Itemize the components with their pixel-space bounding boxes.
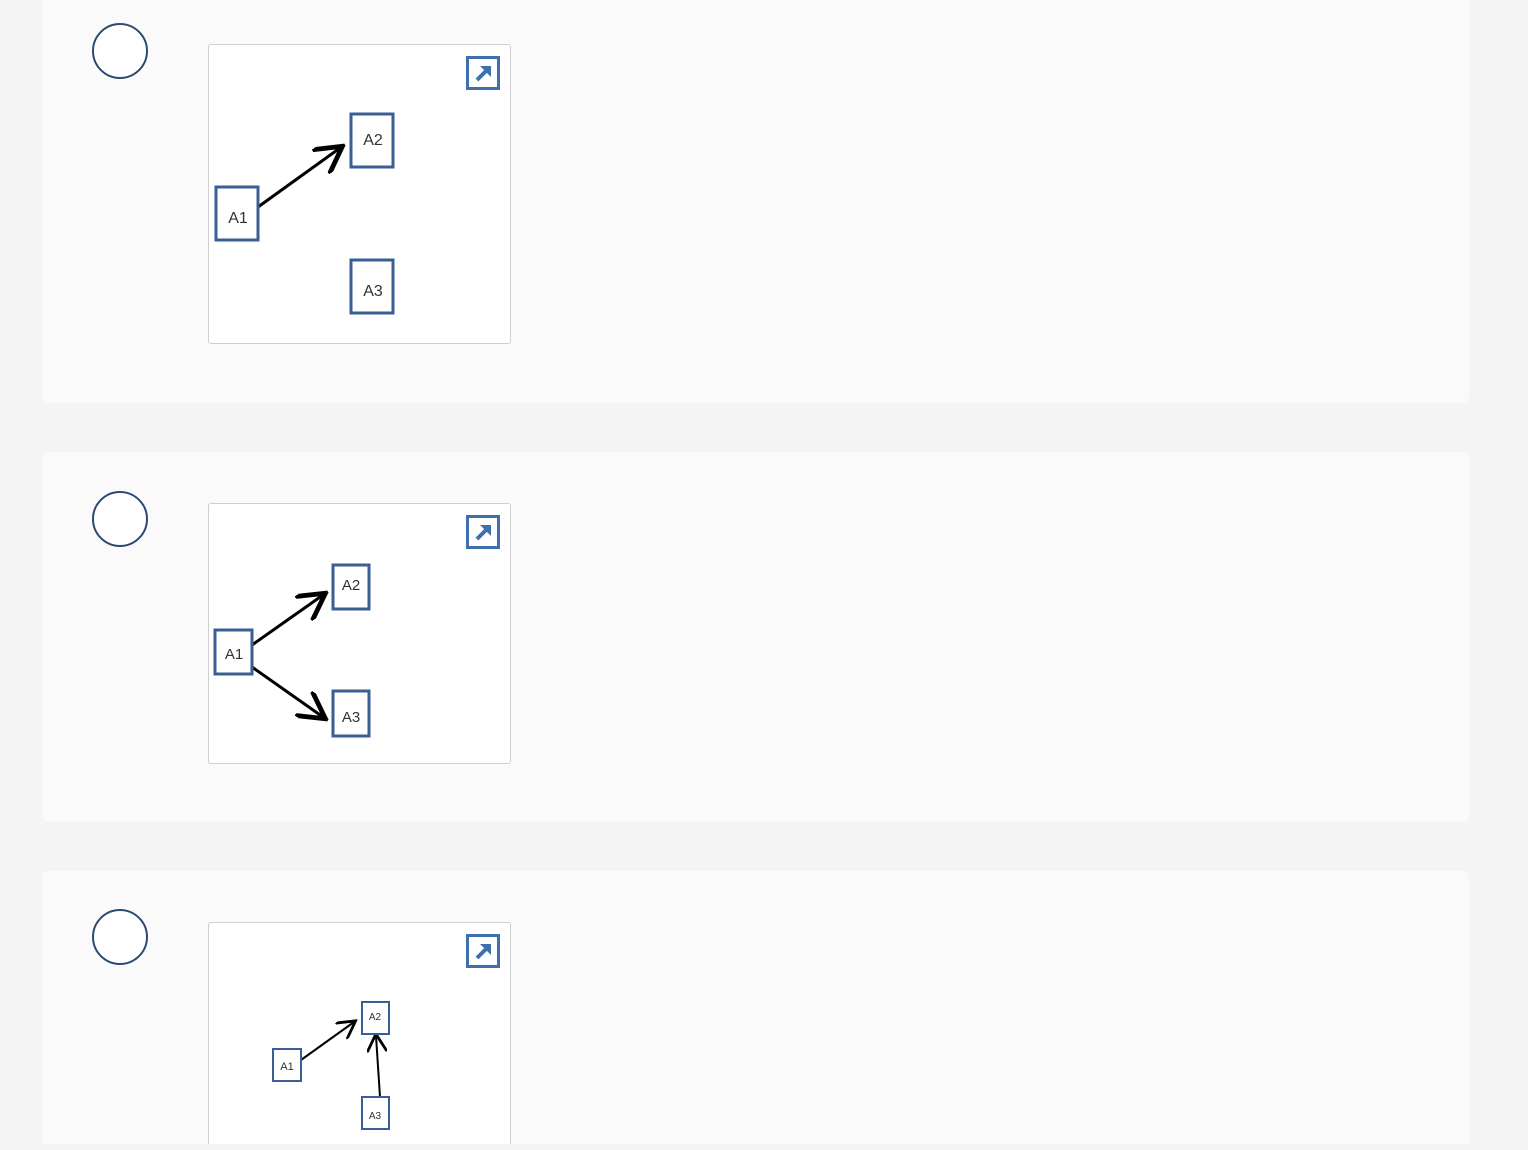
node-a2: A2 [349,112,395,169]
node-a2: A2 [331,563,371,611]
option-2-radio[interactable] [92,491,148,547]
option-card-2: A1 A2 A3 [42,452,1469,822]
node-a2-label: A2 [363,132,383,149]
edge-a3-a2 [376,1036,380,1098]
node-a3: A3 [349,258,395,315]
node-a1: A1 [272,1048,302,1082]
option-2-expand-button[interactable] [466,515,500,549]
external-link-icon [475,66,491,82]
node-a3: A3 [331,689,371,738]
external-link-icon [475,525,491,541]
node-a3-label: A3 [342,709,360,726]
node-a3-label: A3 [369,1111,382,1122]
external-link-icon [475,944,491,960]
option-3-diagram-svg: A1 A2 A3 [272,1001,390,1130]
option-card-3: A1 A2 A3 [42,871,1469,1144]
node-a2-label: A2 [369,1012,382,1023]
edge-a1-a3 [251,665,323,717]
edge-a1-a2 [251,595,323,647]
node-a1-label: A1 [228,210,248,227]
node-a1-label: A1 [280,1061,293,1073]
option-2-diagram: A1 A2 A3 [208,503,511,764]
option-3-radio[interactable] [92,909,148,965]
node-a3-label: A3 [363,283,383,300]
edge-a1-a2 [257,148,340,209]
node-a1: A1 [214,185,260,242]
node-a2-label: A2 [342,577,360,594]
edge-a1-a2 [300,1022,354,1061]
node-a2: A2 [361,1001,390,1035]
option-2-diagram-svg: A1 A2 A3 [213,563,371,738]
node-a1: A1 [213,628,254,676]
node-a3: A3 [361,1096,390,1130]
option-3-expand-button[interactable] [466,934,500,968]
option-1-expand-button[interactable] [466,56,500,90]
option-3-diagram: A1 A2 A3 [208,922,511,1144]
option-1-diagram: A1 A2 A3 [208,44,511,344]
option-card-1: A1 A2 A3 [42,0,1469,403]
option-1-radio[interactable] [92,23,148,79]
option-1-diagram-svg: A1 A2 A3 [214,112,395,315]
node-a1-label: A1 [225,646,243,663]
